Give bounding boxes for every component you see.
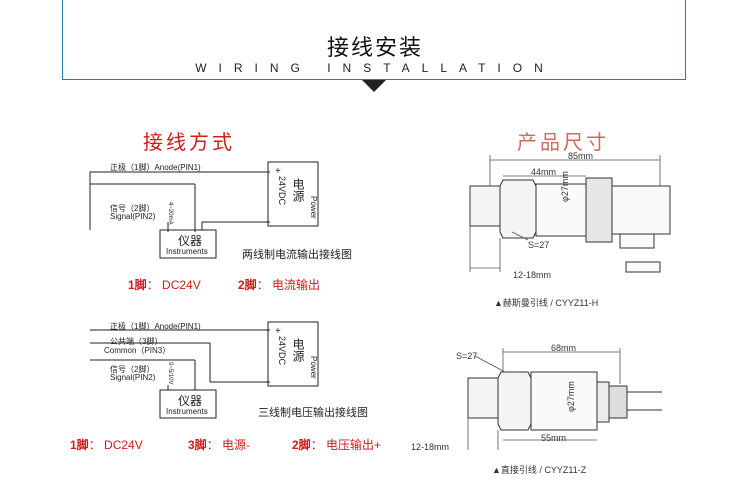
top-diameter: φ27mm [560,171,570,202]
dimensions-section-title: 产品尺寸 [517,130,609,154]
top-thread-length: 12-18mm [513,270,552,280]
three-wire-pin1: 1脚： DC24V [70,438,143,452]
three-wire-power-cn: 电源 [291,338,305,362]
three-wire-instrument-cn: 仪器 [178,394,203,408]
two-wire-instrument-cn: 仪器 [178,234,203,248]
two-wire-instrument-en: Instruments [166,247,208,256]
sensor-direct-lead-drawing [467,371,662,431]
bottom-hex-size: S=27 [456,351,478,361]
bottom-overall-length: 68mm [551,343,577,353]
three-wire-diagram-lines [90,321,319,419]
three-wire-caption: 三线制电压输出接线图 [258,406,368,419]
three-wire-pin3: 3脚： 电源- [188,438,251,452]
three-wire-instrument-en: Instruments [166,407,208,416]
two-wire-power-cn: 电源 [291,178,305,202]
two-wire-signal-en: Signal(PIN2) [110,212,156,221]
three-wire-voltage-label: 0~5/10V [167,362,173,385]
page-subtitle: WIRING INSTALLATION [195,61,555,75]
three-wire-common-en: Common（PIN3） [104,346,171,355]
top-overall-length: 85mm [568,151,594,161]
down-triangle-icon [362,80,386,92]
three-wire-power-voltage: 24VDC [277,336,287,366]
two-wire-power-en: Power [309,196,318,219]
three-wire-signal-cn: 信号（2脚） [110,365,155,374]
two-wire-current-label: 4~20mA [167,202,173,225]
top-body-length: 44mm [531,167,557,177]
top-model-caption: ▲赫斯曼引线 / CYYZ11-H [494,298,599,308]
two-wire-plus: + [275,166,281,177]
bottom-model-caption: ▲直接引线 / CYYZ11-Z [492,465,587,475]
three-wire-signal-en: Signal(PIN2) [110,373,156,382]
two-wire-pin1: 1脚： DC24V [128,278,201,292]
wiring-section-title: 接线方式 [143,130,235,154]
header-frame [62,0,686,80]
three-wire-plus: + [275,326,281,337]
two-wire-voltage: 24VDC [277,176,287,206]
two-wire-anode-label: 正极（1脚）Anode(PIN1) [110,163,201,172]
two-wire-caption: 两线制电流输出接线图 [242,248,352,261]
three-wire-power-en: Power [309,356,318,379]
page-title: 接线安装 [326,36,423,61]
bottom-thread-length: 12-18mm [411,442,450,452]
bottom-body-length: 55mm [541,433,567,443]
two-wire-pin2: 2脚： 电流输出 [238,278,321,292]
bottom-diameter: φ27mm [566,381,576,412]
sensor-hirschmann-drawing [469,177,671,273]
top-hex-size: S=27 [528,240,550,250]
two-wire-signal-cn: 信号（2脚） [110,204,155,213]
three-wire-pin2: 2脚： 电压输出+ [292,438,382,452]
three-wire-common-cn: 公共端（3脚） [110,337,163,346]
three-wire-anode-label: 正极（1脚）Anode(PIN1) [110,322,201,331]
